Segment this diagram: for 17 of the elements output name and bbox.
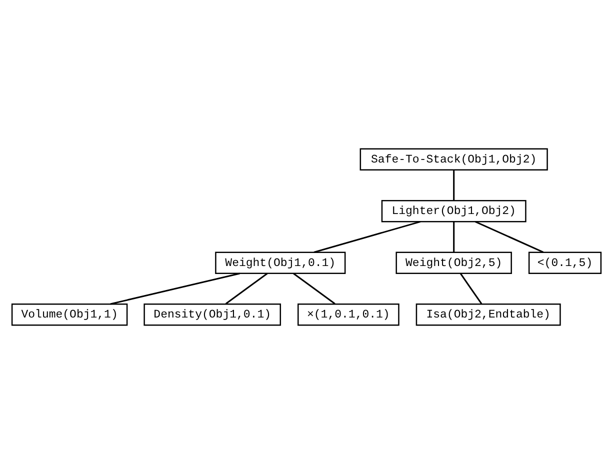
connector — [474, 220, 544, 252]
connector — [460, 272, 482, 304]
node-box: Weight(Obj2,5) — [396, 251, 512, 274]
connector — [110, 272, 240, 304]
connector — [453, 169, 455, 200]
connector — [453, 221, 455, 252]
node-box: Volume(Obj1,1) — [11, 302, 128, 326]
node-box: Safe-To-Stack(Obj1,Obj2) — [360, 148, 548, 170]
node-box: Isa(Obj2,Endtable) — [416, 302, 561, 326]
node-box: Lighter(Obj1,Obj2) — [381, 199, 526, 222]
connector — [225, 272, 268, 304]
connector — [314, 220, 421, 252]
node-box: Density(Obj1,0.1) — [144, 302, 281, 326]
node-box: ×(1,0.1,0.1) — [298, 302, 400, 326]
node-box: <(0.1,5) — [528, 251, 602, 274]
connector — [293, 272, 336, 304]
node-box: Weight(Obj1,0.1) — [215, 251, 346, 274]
